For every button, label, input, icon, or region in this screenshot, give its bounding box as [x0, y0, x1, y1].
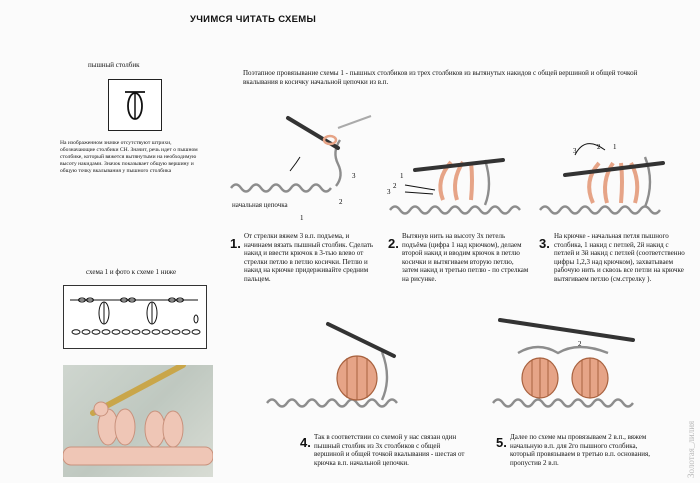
step-3-number: 3.	[539, 236, 550, 251]
step-5-number: 5.	[496, 435, 507, 450]
intro-text: Поэтапное провязывание схемы 1 - пышных …	[243, 69, 638, 86]
figure-4	[266, 322, 398, 408]
puff-stitch-symbol	[108, 79, 162, 131]
step-1-text: От стрелки вяжем 3 в.п. подъема, и начин…	[244, 232, 374, 283]
sample-photo	[63, 365, 213, 477]
step-4-text: Так в соответствии со схемой у нас связа…	[314, 433, 465, 467]
scheme-label: схема 1 и фото к схеме 1 ниже	[86, 268, 177, 276]
step-5-text: Далее по схеме мы провязываем 2 в.п., вя…	[510, 433, 651, 467]
fig3-number-2: 2	[597, 143, 601, 151]
scheme-diagram	[63, 285, 207, 349]
fig1-chain-label: начальная цепочка	[232, 201, 288, 209]
watermark-text: Золотая_лилия	[686, 421, 696, 478]
watermark: Золотая_лилия	[686, 421, 696, 478]
figure-1: 1 2 3	[230, 115, 372, 222]
fig1-number-3: 3	[352, 172, 356, 180]
fig3-number-1: 1	[613, 143, 617, 151]
fig1-number-1: 1	[300, 214, 304, 222]
step-4-number: 4.	[300, 435, 311, 450]
fig2-number-3: 3	[387, 188, 391, 196]
symbol-label: пышный столбик	[88, 61, 140, 69]
fig5-number-2: 2	[578, 340, 582, 348]
fig1-number-2: 2	[339, 198, 343, 206]
fig3-number-3: 3	[573, 147, 577, 155]
figure-3: 3 2 1	[539, 143, 665, 215]
fig2-number-2: 2	[393, 182, 397, 190]
step-1-number: 1.	[230, 236, 241, 251]
figure-5: 2	[492, 318, 635, 408]
symbol-description: На изображенном значке отсутствуют штрих…	[60, 140, 198, 174]
step-2-text: Вытянув нить на высоту 3х петель подъёма…	[402, 232, 529, 283]
step-2-number: 2.	[388, 236, 399, 251]
figure-2: 1 2 3	[387, 158, 521, 215]
step-3-text: На крючке - начальная петля пышного стол…	[554, 232, 685, 283]
page-title: УЧИМСЯ ЧИТАТЬ СХЕМЫ	[190, 14, 317, 25]
fig2-number-1: 1	[400, 172, 404, 180]
